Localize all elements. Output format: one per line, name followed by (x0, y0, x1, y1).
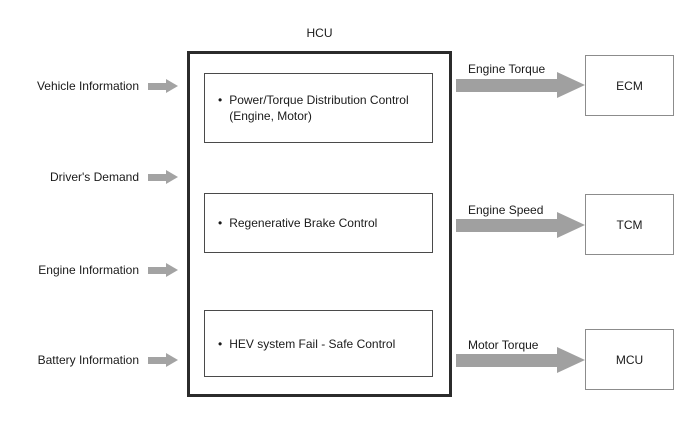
mcu-label: MCU (615, 352, 644, 367)
function-label-line1: HEV system Fail - Safe Control (229, 336, 396, 351)
bullet-icon: • (218, 336, 223, 351)
function-label-line1: Regenerative Brake Control (229, 216, 378, 230)
input-label-engine-information: Engine Information (38, 263, 139, 277)
engine-speed-arrow-icon (456, 212, 585, 238)
motor-torque-arrow-icon (456, 347, 585, 373)
input-row-vehicle-information: Vehicle Information (37, 77, 178, 95)
function-box-fail-safe: • HEV system Fail - Safe Control (204, 310, 433, 377)
right-arrow-icon (148, 170, 178, 184)
right-arrow-icon (148, 79, 178, 93)
output-label-engine-speed: Engine Speed (468, 203, 544, 217)
input-label-vehicle-information: Vehicle Information (36, 79, 139, 93)
bullet-icon: • (218, 93, 223, 107)
function-label-line2: (Engine, Motor) (229, 109, 312, 123)
input-label-drivers-demand: Driver's Demand (50, 170, 139, 184)
output-label-motor-torque: Motor Torque (468, 338, 539, 352)
bullet-icon: • (218, 216, 223, 230)
function-text: • Power/Torque Distribution Control (Eng… (218, 92, 409, 124)
function-box-power-torque-distribution: • Power/Torque Distribution Control (Eng… (204, 73, 433, 143)
input-row-drivers-demand: Driver's Demand (50, 168, 178, 186)
right-arrow-icon (148, 263, 178, 277)
ecm-box: ECM (585, 55, 674, 116)
function-label-line1: Power/Torque Distribution Control (229, 93, 409, 107)
input-label-battery-information: Battery Information (37, 353, 139, 367)
tcm-label: TCM (616, 217, 643, 232)
ecm-label: ECM (616, 78, 643, 93)
hcu-title: HCU (306, 26, 333, 40)
mcu-box: MCU (585, 329, 674, 390)
function-text: • Regenerative Brake Control (218, 215, 377, 231)
function-box-regenerative-brake: • Regenerative Brake Control (204, 193, 433, 253)
output-label-engine-torque: Engine Torque (468, 62, 546, 76)
tcm-box: TCM (585, 194, 674, 255)
function-text: • HEV system Fail - Safe Control (218, 336, 395, 352)
right-arrow-icon (148, 353, 178, 367)
input-row-battery-information: Battery Information (38, 351, 178, 369)
engine-torque-arrow-icon (456, 72, 585, 98)
input-row-engine-information: Engine Information (38, 261, 178, 279)
